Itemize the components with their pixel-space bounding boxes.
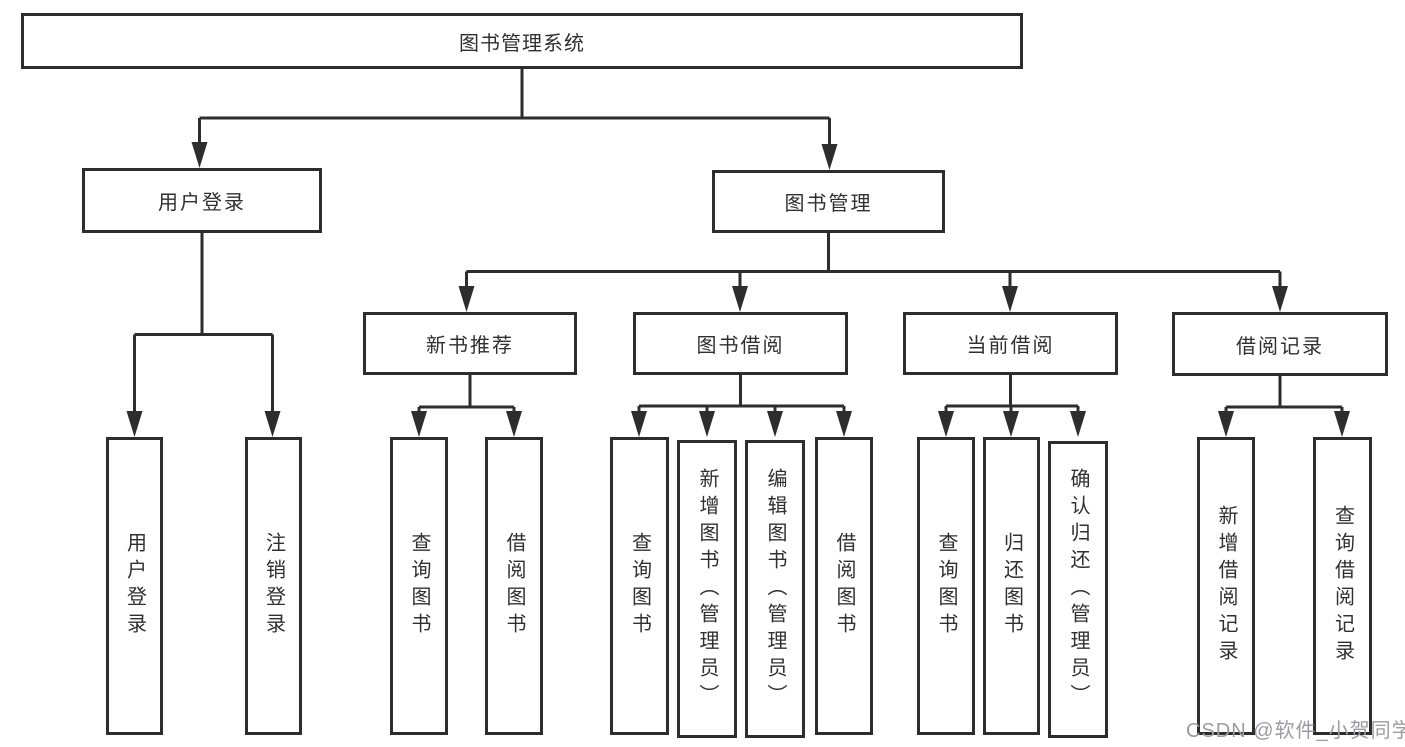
arrowhead — [1003, 411, 1019, 437]
node-leaf-add-books-admin: 新增图书（管理员） — [677, 440, 737, 738]
edge-borrow-record-branch — [1224, 376, 1344, 414]
arrowhead — [1002, 286, 1018, 312]
arrowhead — [938, 411, 954, 437]
node-leaf-edit-books-admin: 编辑图书（管理员） — [745, 440, 805, 738]
arrowhead — [506, 411, 522, 437]
edge-book-mgmt-branch — [465, 233, 1282, 289]
arrowhead — [732, 286, 748, 312]
node-label: 用户登录 — [158, 192, 246, 214]
node-label: 借阅图书 — [833, 532, 855, 640]
edge-book-borrow-branch — [637, 375, 846, 414]
node-label: 查询图书 — [935, 532, 957, 640]
node-leaf-confirm-return-admin: 确认归还（管理员） — [1048, 441, 1108, 738]
arrowhead — [1272, 286, 1288, 312]
arrowhead — [264, 411, 281, 437]
arrowhead — [458, 286, 475, 312]
arrowhead — [699, 411, 715, 437]
edge-new-book-rec-branch — [417, 375, 516, 414]
arrowhead — [821, 144, 838, 170]
node-label: 新书推荐 — [426, 335, 514, 357]
arrowhead — [1218, 411, 1234, 437]
node-leaf-query-books-current: 查询图书 — [917, 437, 975, 735]
arrowhead — [631, 411, 647, 437]
node-book-management: 图书管理 — [712, 170, 945, 233]
node-label: 编辑图书（管理员） — [764, 467, 786, 711]
csdn-watermark: CSDN @软件_小贺同学 — [1186, 720, 1405, 742]
node-book-borrowing: 图书借阅 — [633, 312, 848, 375]
node-label: 查询借阅记录 — [1331, 505, 1354, 667]
node-leaf-return-books: 归还图书 — [983, 437, 1040, 735]
node-library-management-system: 图书管理系统 — [21, 13, 1023, 69]
node-label: 新增借阅记录 — [1215, 505, 1237, 667]
arrowhead — [126, 411, 143, 437]
node-current-borrowing: 当前借阅 — [903, 312, 1118, 375]
node-leaf-borrow-books-recommend: 借阅图书 — [485, 437, 543, 735]
arrowhead — [1334, 411, 1350, 437]
node-new-book-recommend: 新书推荐 — [363, 312, 577, 375]
arrowhead — [1070, 411, 1086, 437]
node-label: 注销登录 — [262, 532, 285, 640]
edge-user-login-branch — [133, 233, 274, 413]
node-label: 查询图书 — [408, 532, 430, 640]
node-leaf-add-borrow-record: 新增借阅记录 — [1197, 437, 1255, 735]
node-label: 当前借阅 — [966, 335, 1055, 357]
arrowhead — [836, 411, 852, 437]
node-label: 确认归还（管理员） — [1067, 468, 1089, 711]
node-user-login-branch: 用户登录 — [82, 168, 322, 233]
node-leaf-logout: 注销登录 — [245, 437, 302, 735]
node-leaf-query-books-borrowing: 查询图书 — [610, 437, 669, 735]
node-label: 借阅图书 — [503, 532, 525, 640]
arrowhead — [191, 142, 208, 168]
node-leaf-query-books-recommend: 查询图书 — [390, 437, 448, 735]
edge-current-borrow-branch — [944, 375, 1080, 414]
node-label: 借阅记录 — [1236, 335, 1324, 358]
node-label: 图书借阅 — [696, 335, 785, 357]
node-label: 新增图书（管理员） — [696, 467, 718, 711]
node-label: 用户登录 — [123, 532, 146, 640]
node-label: 图书管理 — [784, 193, 873, 215]
node-leaf-user-login: 用户登录 — [106, 437, 163, 735]
node-label: 归还图书 — [1000, 532, 1023, 640]
edge-root-stub — [198, 69, 831, 146]
node-borrow-records: 借阅记录 — [1172, 312, 1388, 376]
node-label: 查询图书 — [628, 532, 651, 640]
node-leaf-borrow-books: 借阅图书 — [815, 437, 873, 735]
node-label: 图书管理系统 — [459, 32, 585, 55]
arrowhead — [411, 411, 427, 437]
node-leaf-query-borrow-record: 查询借阅记录 — [1313, 437, 1372, 735]
arrowhead — [767, 411, 783, 437]
